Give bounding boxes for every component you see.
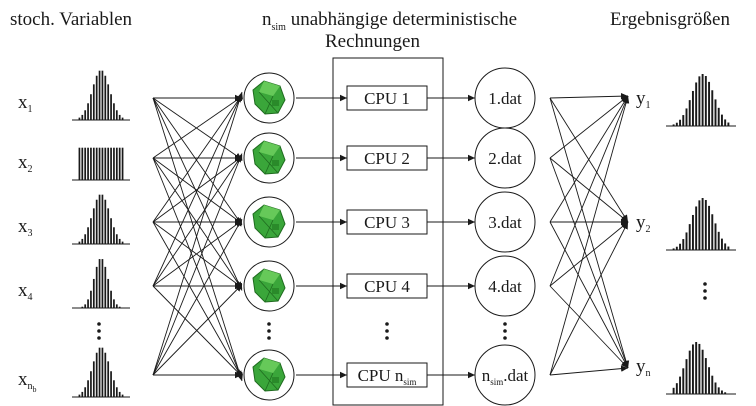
input-distribution-2 <box>72 194 130 245</box>
input-to-model-arrow-3-2 <box>152 220 243 287</box>
input-to-model-arrow-0-2 <box>152 97 243 226</box>
car-crash-model-icon-4 <box>243 349 295 401</box>
input-distribution-3 <box>72 259 130 309</box>
file-to-output-arrow-0-2 <box>549 97 630 369</box>
input-to-model-arrow-3-1 <box>152 154 243 287</box>
input-to-model-arrow-0-4 <box>152 97 243 382</box>
data-file-circle-1 <box>474 127 536 189</box>
data-file-label-0: 1.dat <box>488 89 522 108</box>
input-to-model-arrow-0-3 <box>152 97 243 291</box>
data-file-label-3: 4.dat <box>488 277 522 296</box>
cpu-box-3 <box>346 273 428 299</box>
output-label-1: y2 <box>636 212 651 235</box>
file-to-output-arrow-2-0 <box>549 95 629 223</box>
input-distribution-0 <box>72 70 130 121</box>
heading-results: Ergebnisgrößen <box>610 9 730 30</box>
output-distribution-2 <box>666 342 736 395</box>
data-file-circle-3 <box>474 255 536 317</box>
input-to-model-arrow-4-2 <box>152 218 243 376</box>
cpu-label-3: CPU 4 <box>364 277 410 296</box>
output-ellipsis-icon <box>703 282 707 300</box>
cpu-box-2 <box>346 209 428 235</box>
input-to-model-arrow-2-3 <box>152 221 243 288</box>
cpu-box-4 <box>346 362 428 388</box>
input-label-0: x1 <box>18 92 33 115</box>
file-to-output-arrow-3-0 <box>549 95 629 287</box>
heading-simulations-line2: Rechnungen <box>325 31 420 52</box>
input-to-model-arrow-2-0 <box>152 94 243 223</box>
output-label-2: yn <box>636 356 651 379</box>
heading-simulations: nsim unabhängige deterministische <box>262 9 518 33</box>
cpu-label-1: CPU 2 <box>364 149 410 168</box>
input-distribution-1 <box>72 147 130 181</box>
cpu-label-0: CPU 1 <box>364 89 410 108</box>
car-crash-model-icon-3 <box>243 260 295 312</box>
file-to-output-arrow-0-0 <box>549 92 629 100</box>
file-to-output-arrow-0-1 <box>549 97 629 223</box>
car-crash-model-icon-1 <box>243 132 295 184</box>
file-to-output-arrow-4-0 <box>549 95 630 376</box>
input-distribution-4 <box>72 347 130 398</box>
cpu-label-4: CPU nsim <box>358 366 417 387</box>
input-to-model-arrow-3-4 <box>152 285 243 377</box>
input-to-model-arrow-1-4 <box>152 157 243 380</box>
file-to-output-arrow-1-2 <box>549 157 629 369</box>
data-file-circle-4 <box>474 344 536 406</box>
cpu-ellipsis-icon <box>385 322 389 340</box>
file-to-output-arrow-4-1 <box>549 221 629 376</box>
car-crash-model-icon-2 <box>243 196 295 248</box>
data-file-label-4: nsim.dat <box>482 366 529 387</box>
input-ellipsis-icon <box>97 322 101 340</box>
file-to-output-arrow-1-0 <box>549 95 629 159</box>
input-label-4: xnb <box>18 369 37 394</box>
cpu-cluster-frame <box>332 57 444 406</box>
car-crash-model-icon-0 <box>243 72 295 124</box>
input-to-model-arrow-4-0 <box>152 91 243 376</box>
data-file-circle-2 <box>474 191 536 253</box>
cpu-box-1 <box>346 145 428 171</box>
data-file-label-1: 2.dat <box>488 149 522 168</box>
input-label-2: x3 <box>18 216 33 239</box>
input-to-model-arrow-0-1 <box>152 97 243 160</box>
input-label-1: x2 <box>18 152 33 175</box>
input-to-model-arrow-1-0 <box>152 96 243 159</box>
output-distribution-0 <box>666 74 736 127</box>
heading-stochastic-variables: stoch. Variablen <box>10 9 133 30</box>
file-to-output-arrow-4-2 <box>549 365 629 376</box>
input-to-model-arrow-1-3 <box>152 157 243 290</box>
file-to-output-arrow-2-2 <box>549 221 629 369</box>
cpu-label-2: CPU 3 <box>364 213 410 232</box>
file-ellipsis-icon <box>503 322 507 340</box>
model-ellipsis-icon <box>267 322 271 340</box>
file-to-output-arrow-3-1 <box>549 221 629 287</box>
input-to-model-arrow-3-0 <box>152 93 243 287</box>
file-to-output-arrow-3-2 <box>549 285 629 369</box>
output-label-0: y1 <box>636 88 651 111</box>
input-to-model-arrow-4-1 <box>152 153 243 376</box>
input-to-model-arrow-4-3 <box>152 284 243 376</box>
input-to-model-arrow-2-4 <box>152 221 243 379</box>
output-distribution-1 <box>666 198 736 251</box>
data-file-label-2: 3.dat <box>488 213 522 232</box>
input-label-3: x4 <box>18 280 33 303</box>
